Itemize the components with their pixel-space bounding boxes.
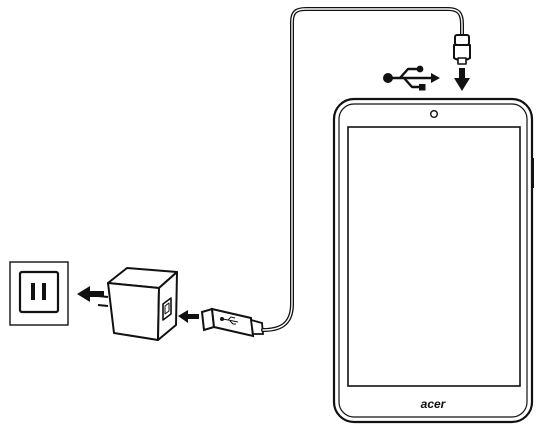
wall-outlet xyxy=(9,261,69,326)
usb-a-plug xyxy=(200,307,264,338)
camera-icon xyxy=(430,109,439,118)
side-button xyxy=(531,158,534,188)
tablet-screen xyxy=(347,126,521,387)
plug-direction-arrow-down-icon xyxy=(454,68,470,91)
power-adapter xyxy=(97,267,178,341)
brand-logo: acer xyxy=(421,397,447,411)
adapter-to-outlet-arrow-icon xyxy=(77,286,104,302)
tablet: acer xyxy=(332,97,534,424)
micro-usb-plug xyxy=(453,34,471,65)
usb-icon xyxy=(383,65,440,91)
cable-to-adapter-arrow-icon xyxy=(178,310,199,323)
